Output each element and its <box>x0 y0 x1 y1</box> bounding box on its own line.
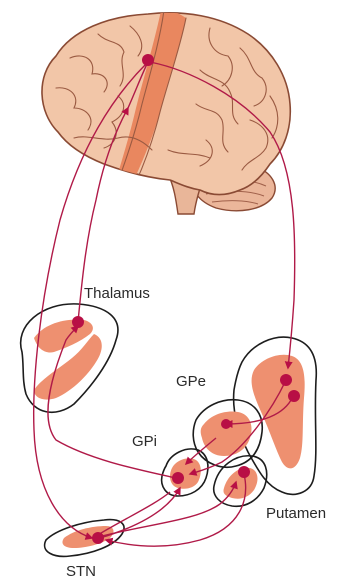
label-gpi: GPi <box>132 433 157 450</box>
label-gpe: GPe <box>176 373 206 390</box>
label-stn: STN <box>66 563 96 580</box>
putamen-nucleus <box>252 355 305 469</box>
neuron-dot-putamen-upper <box>280 374 292 386</box>
brain-icon <box>42 6 290 214</box>
neuron-dot-inner-nucleus <box>238 466 250 478</box>
gpi-to-thalamus-path <box>48 326 176 478</box>
neuron-dot-gpe <box>221 419 231 429</box>
inner-nucleus <box>214 456 267 507</box>
stn <box>45 520 124 557</box>
label-putamen: Putamen <box>266 505 326 522</box>
neuron-dot-cortex <box>142 54 154 66</box>
stn-to-inner-nucleus-path <box>102 482 236 536</box>
neuron-dot-thalamus <box>72 316 84 328</box>
gpe-nucleus <box>201 412 252 457</box>
thalamus <box>21 304 118 412</box>
neuron-dot-stn <box>92 532 104 544</box>
neuron-dot-putamen-lower <box>288 390 300 402</box>
label-thalamus: Thalamus <box>84 285 150 302</box>
neuron-dot-gpi <box>172 472 184 484</box>
